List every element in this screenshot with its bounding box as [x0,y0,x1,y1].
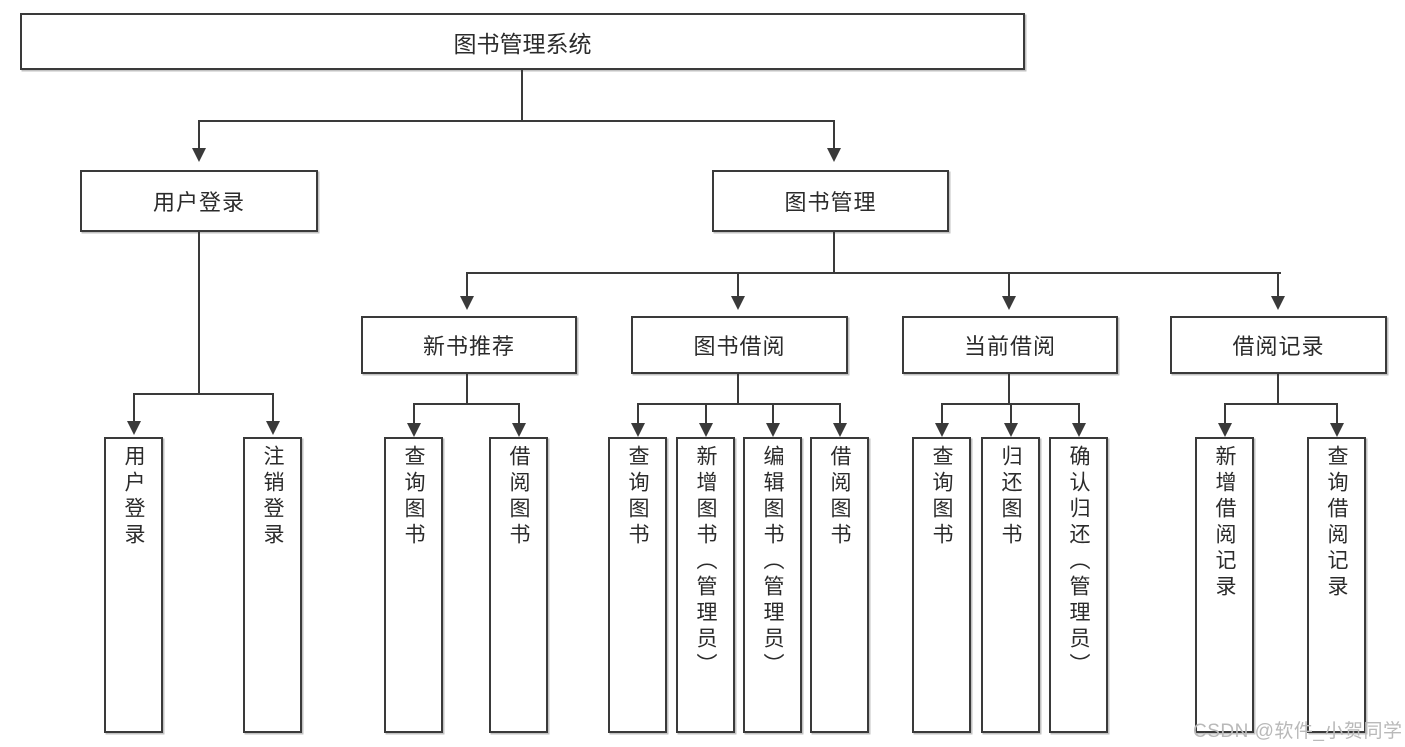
leaf-borrow-book[interactable]: 借阅图书 [810,437,869,733]
connector-root-bus [198,120,835,122]
connector-current-borrow-to-leaf-3 [1078,403,1080,425]
node-label: 图书管理 [784,190,877,215]
connector-current-borrow-to-leaf-1 [941,403,943,425]
node-label: 新书推荐 [422,334,515,359]
node-new-book-recommend[interactable]: 新书推荐 [361,316,577,374]
node-label: 用户登录 [152,190,245,215]
node-root-library-system[interactable]: 图书管理系统 [20,13,1025,70]
connector-current-borrow-to-leaf-2 [1010,403,1012,425]
leaf-logout[interactable]: 注销登录 [243,437,302,733]
connector-book-borrow-to-leaf-4 [839,403,841,425]
arrow-to-leaf-logout [266,421,280,435]
arrow-to-current-borrow [1002,296,1016,310]
arrow-to-leaf-add-record [1218,423,1232,437]
node-book-manage[interactable]: 图书管理 [712,170,949,232]
arrow-to-leaf-query-book-3 [935,423,949,437]
leaf-label: 借阅图书 [828,445,851,549]
connector-user-login-to-leaf-1 [133,393,135,423]
leaf-borrow-book-recommend[interactable]: 借阅图书 [489,437,548,733]
leaf-query-borrow-record[interactable]: 查询借阅记录 [1307,437,1366,733]
arrow-to-leaf-borrow-book-2 [833,423,847,437]
connector-book-manage-bus [466,272,1281,274]
connector-book-manage-stem [833,232,835,274]
watermark-text: CSDN @软件_小贺同学 [1193,721,1403,742]
node-borrow-record[interactable]: 借阅记录 [1170,316,1387,374]
connector-book-borrow-to-leaf-3 [772,403,774,425]
connector-book-borrow-to-leaf-2 [705,403,707,425]
leaf-label: 新增借阅记录 [1213,445,1236,601]
arrow-to-book-borrow [731,296,745,310]
connector-book-borrow-stem [737,374,739,405]
node-label: 当前借阅 [963,334,1056,359]
node-user-login[interactable]: 用户登录 [80,170,318,232]
connector-borrow-record-bus [1224,403,1336,405]
leaf-label: 查询图书 [626,445,649,549]
leaf-add-borrow-record[interactable]: 新增借阅记录 [1195,437,1254,733]
leaf-label: 查询借阅记录 [1325,445,1348,601]
connector-root-to-user-login [198,120,200,150]
connector-user-login-to-leaf-2 [272,393,274,423]
arrow-to-new-book-recommend [460,296,474,310]
leaf-label: 归还图书 [999,445,1022,549]
arrow-to-user-login [192,148,206,162]
arrow-to-leaf-add-book [699,423,713,437]
connector-root-stem [521,70,523,120]
leaf-confirm-return-admin[interactable]: 确认归还（管理员） [1049,437,1108,733]
connector-current-borrow-stem [1008,374,1010,405]
arrow-to-leaf-borrow-book-1 [512,423,526,437]
leaf-label: 借阅图书 [507,445,530,549]
connector-new-book-bus [413,403,519,405]
connector-borrow-record-stem [1277,374,1279,405]
leaf-query-book-recommend[interactable]: 查询图书 [384,437,443,733]
connector-new-book-to-leaf-2 [518,403,520,425]
arrow-to-leaf-query-book-2 [631,423,645,437]
connector-user-login-bus [133,393,273,395]
arrow-to-leaf-query-book-1 [407,423,421,437]
leaf-query-book-borrow[interactable]: 查询图书 [608,437,667,733]
connector-borrow-record-to-leaf-1 [1224,403,1226,425]
node-book-borrow[interactable]: 图书借阅 [631,316,848,374]
arrow-to-borrow-record [1271,296,1285,310]
arrow-to-leaf-confirm-return [1072,423,1086,437]
leaf-return-book[interactable]: 归还图书 [981,437,1040,733]
leaf-user-login[interactable]: 用户登录 [104,437,163,733]
connector-to-current-borrow [1008,272,1010,298]
connector-to-new-book [466,272,468,298]
arrow-to-leaf-query-record [1330,423,1344,437]
connector-book-borrow-to-leaf-1 [637,403,639,425]
leaf-label: 用户登录 [122,445,145,549]
connector-new-book-to-leaf-1 [413,403,415,425]
arrow-to-leaf-return-book [1004,423,1018,437]
connector-to-borrow-record [1277,272,1279,298]
node-label: 图书管理系统 [453,30,592,57]
arrow-to-leaf-user-login [127,421,141,435]
connector-new-book-stem [466,374,468,405]
node-label: 图书借阅 [693,334,786,359]
connector-book-borrow-bus [637,403,839,405]
connector-current-borrow-bus [941,403,1078,405]
connector-borrow-record-to-leaf-2 [1336,403,1338,425]
leaf-query-book-current[interactable]: 查询图书 [912,437,971,733]
node-current-borrow[interactable]: 当前借阅 [902,316,1118,374]
leaf-add-book-admin[interactable]: 新增图书（管理员） [676,437,735,733]
leaf-edit-book-admin[interactable]: 编辑图书（管理员） [743,437,802,733]
leaf-label: 查询图书 [402,445,425,549]
leaf-label: 注销登录 [261,445,284,549]
leaf-label: 新增图书（管理员） [694,445,717,679]
leaf-label: 确认归还（管理员） [1067,445,1090,679]
arrow-to-leaf-edit-book [766,423,780,437]
connector-to-book-borrow [737,272,739,298]
arrow-to-book-manage [827,148,841,162]
node-label: 借阅记录 [1232,334,1325,359]
connector-root-to-book-manage [833,120,835,150]
connector-user-login-stem [198,232,200,395]
leaf-label: 查询图书 [930,445,953,549]
leaf-label: 编辑图书（管理员） [761,445,784,679]
